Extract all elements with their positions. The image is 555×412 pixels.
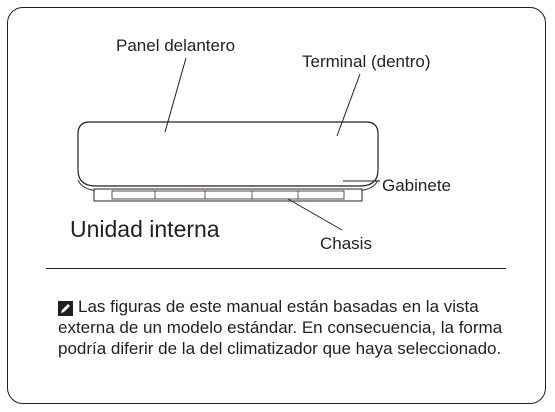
leader-terminal bbox=[336, 73, 361, 137]
label-chassis: Chasis bbox=[320, 234, 372, 253]
label-terminal: Terminal (dentro) bbox=[302, 52, 431, 71]
note-paragraph: Las figuras de este manual están basadas… bbox=[58, 296, 528, 359]
leader-panel bbox=[164, 57, 187, 133]
unit-air-outlet bbox=[111, 190, 345, 200]
label-cabinet: Gabinete bbox=[382, 176, 451, 195]
section-divider bbox=[46, 268, 506, 269]
leader-chassis bbox=[287, 198, 343, 231]
label-panel: Panel delantero bbox=[116, 36, 236, 55]
note-text: Las figuras de este manual están basadas… bbox=[58, 297, 503, 358]
unit-body bbox=[77, 121, 379, 187]
pencil-note-icon bbox=[58, 301, 73, 316]
figure-frame bbox=[7, 7, 546, 404]
unit-title: Unidad interna bbox=[70, 216, 220, 242]
